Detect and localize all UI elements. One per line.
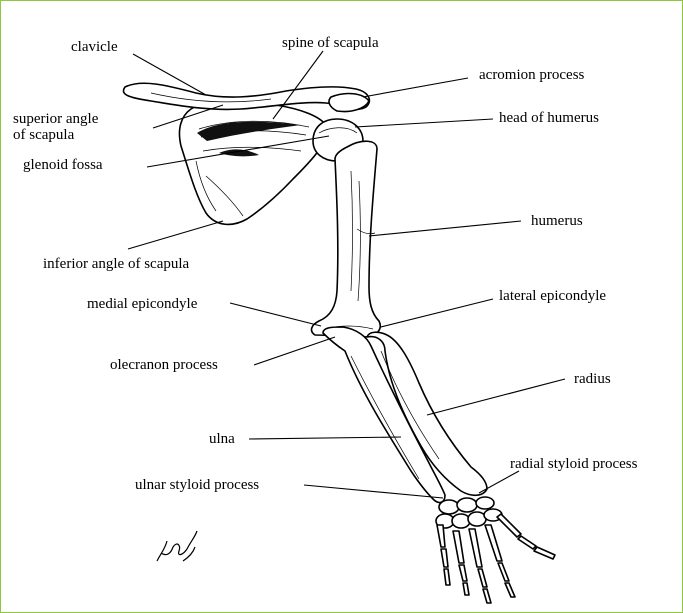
humerus-bone (310, 140, 381, 338)
bone-illustration (122, 82, 556, 604)
label-lateral-epicondyle: lateral epicondyle (499, 288, 606, 304)
label-acromion-process: acromion process (479, 67, 585, 83)
label-radial-styloid-process: radial styloid process (510, 456, 638, 472)
label-medial-epicondyle: medial epicondyle (87, 296, 198, 312)
label-humerus: humerus (531, 213, 583, 229)
clavicle-bone (122, 82, 371, 111)
label-olecranon-process: olecranon process (110, 357, 218, 373)
leader-lines (127, 50, 566, 499)
label-ulna: ulna (209, 431, 235, 447)
label-superior-angle-line2: of scapula (13, 127, 75, 143)
carpal-bones (435, 496, 503, 529)
hand-bones (436, 513, 556, 604)
label-superior-angle-line1: superior angle (13, 111, 99, 127)
acromion (328, 92, 370, 113)
label-glenoid-fossa: glenoid fossa (23, 157, 103, 173)
scapula (178, 100, 328, 226)
label-clavicle: clavicle (71, 39, 118, 55)
label-head-of-humerus: head of humerus (499, 110, 599, 126)
label-ulnar-styloid-process: ulnar styloid process (135, 477, 259, 493)
labels: clavicle spine of scapula acromion proce… (13, 35, 638, 493)
label-spine-of-scapula: spine of scapula (282, 35, 379, 51)
label-radius: radius (574, 371, 611, 387)
label-inferior-angle-of-scapula: inferior angle of scapula (43, 256, 190, 272)
artist-signature (156, 530, 198, 562)
ulna-bone (322, 326, 446, 504)
